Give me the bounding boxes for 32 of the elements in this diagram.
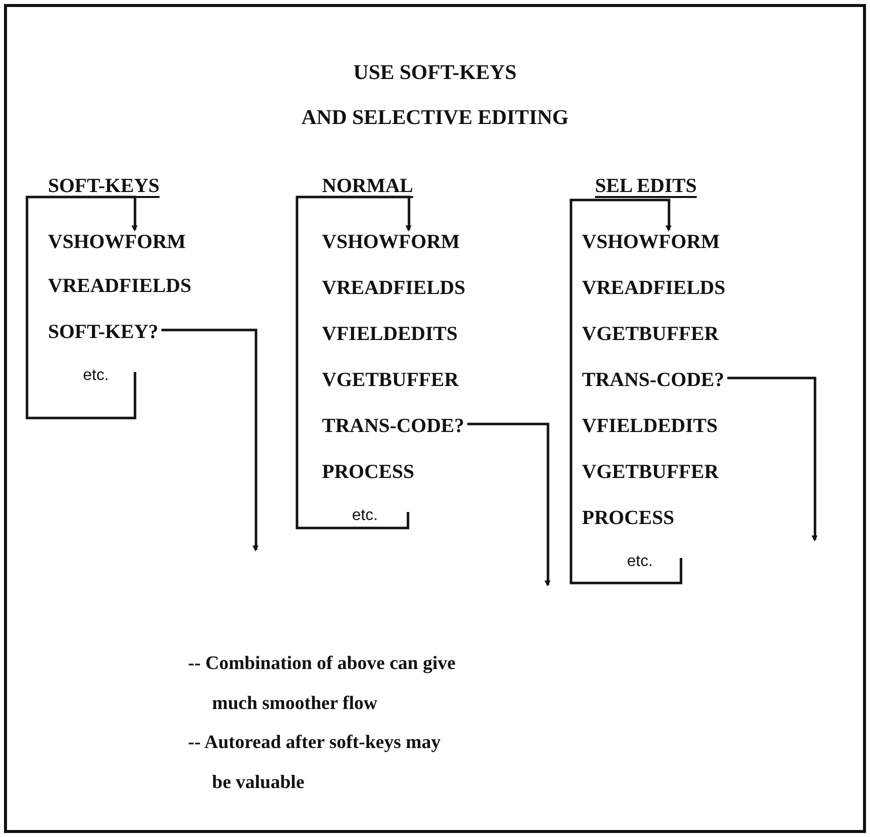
step-label: VFIELDEDITS <box>582 414 718 438</box>
step-label: VFIELDEDITS <box>322 322 458 346</box>
step-label: etc. <box>352 504 408 528</box>
step-label: VGETBUFFER <box>582 322 719 346</box>
exit-arrow <box>727 376 818 542</box>
step-label: TRANS-CODE? <box>322 414 464 438</box>
loop-arrow <box>26 196 138 420</box>
column-heading: NORMAL <box>322 174 414 198</box>
loop-arrow <box>570 198 682 584</box>
step-label: etc. <box>83 364 135 388</box>
note-text: -- Autoread after soft-keys may be valuable <box>188 731 442 795</box>
step-label: VREADFIELDS <box>48 274 192 298</box>
step-label: VGETBUFFER <box>322 368 459 392</box>
step-label: VREADFIELDS <box>322 276 466 300</box>
step-label: VREADFIELDS <box>582 276 726 300</box>
step-label: TRANS-CODE? <box>582 368 724 392</box>
step-label: SOFT-KEY? <box>48 320 158 344</box>
loop-arrow <box>296 196 412 530</box>
exit-arrow <box>467 422 550 586</box>
step-label: PROCESS <box>582 506 674 530</box>
step-label: PROCESS <box>322 460 414 484</box>
heading: USE SOFT-KEYS <box>353 60 517 84</box>
step-label: VGETBUFFER <box>582 460 719 484</box>
exit-arrow <box>161 328 258 552</box>
step-label: VSHOWFORM <box>48 230 186 254</box>
column-heading: SEL EDITS <box>595 174 697 198</box>
step-label: VSHOWFORM <box>582 230 720 254</box>
column-heading: SOFT-KEYS <box>48 174 160 198</box>
step-label: etc. <box>627 550 681 574</box>
heading: AND SELECTIVE EDITING <box>301 105 569 129</box>
step-label: VSHOWFORM <box>322 230 460 254</box>
note-text: -- Combination of above can give much smoother flow <box>188 652 457 716</box>
